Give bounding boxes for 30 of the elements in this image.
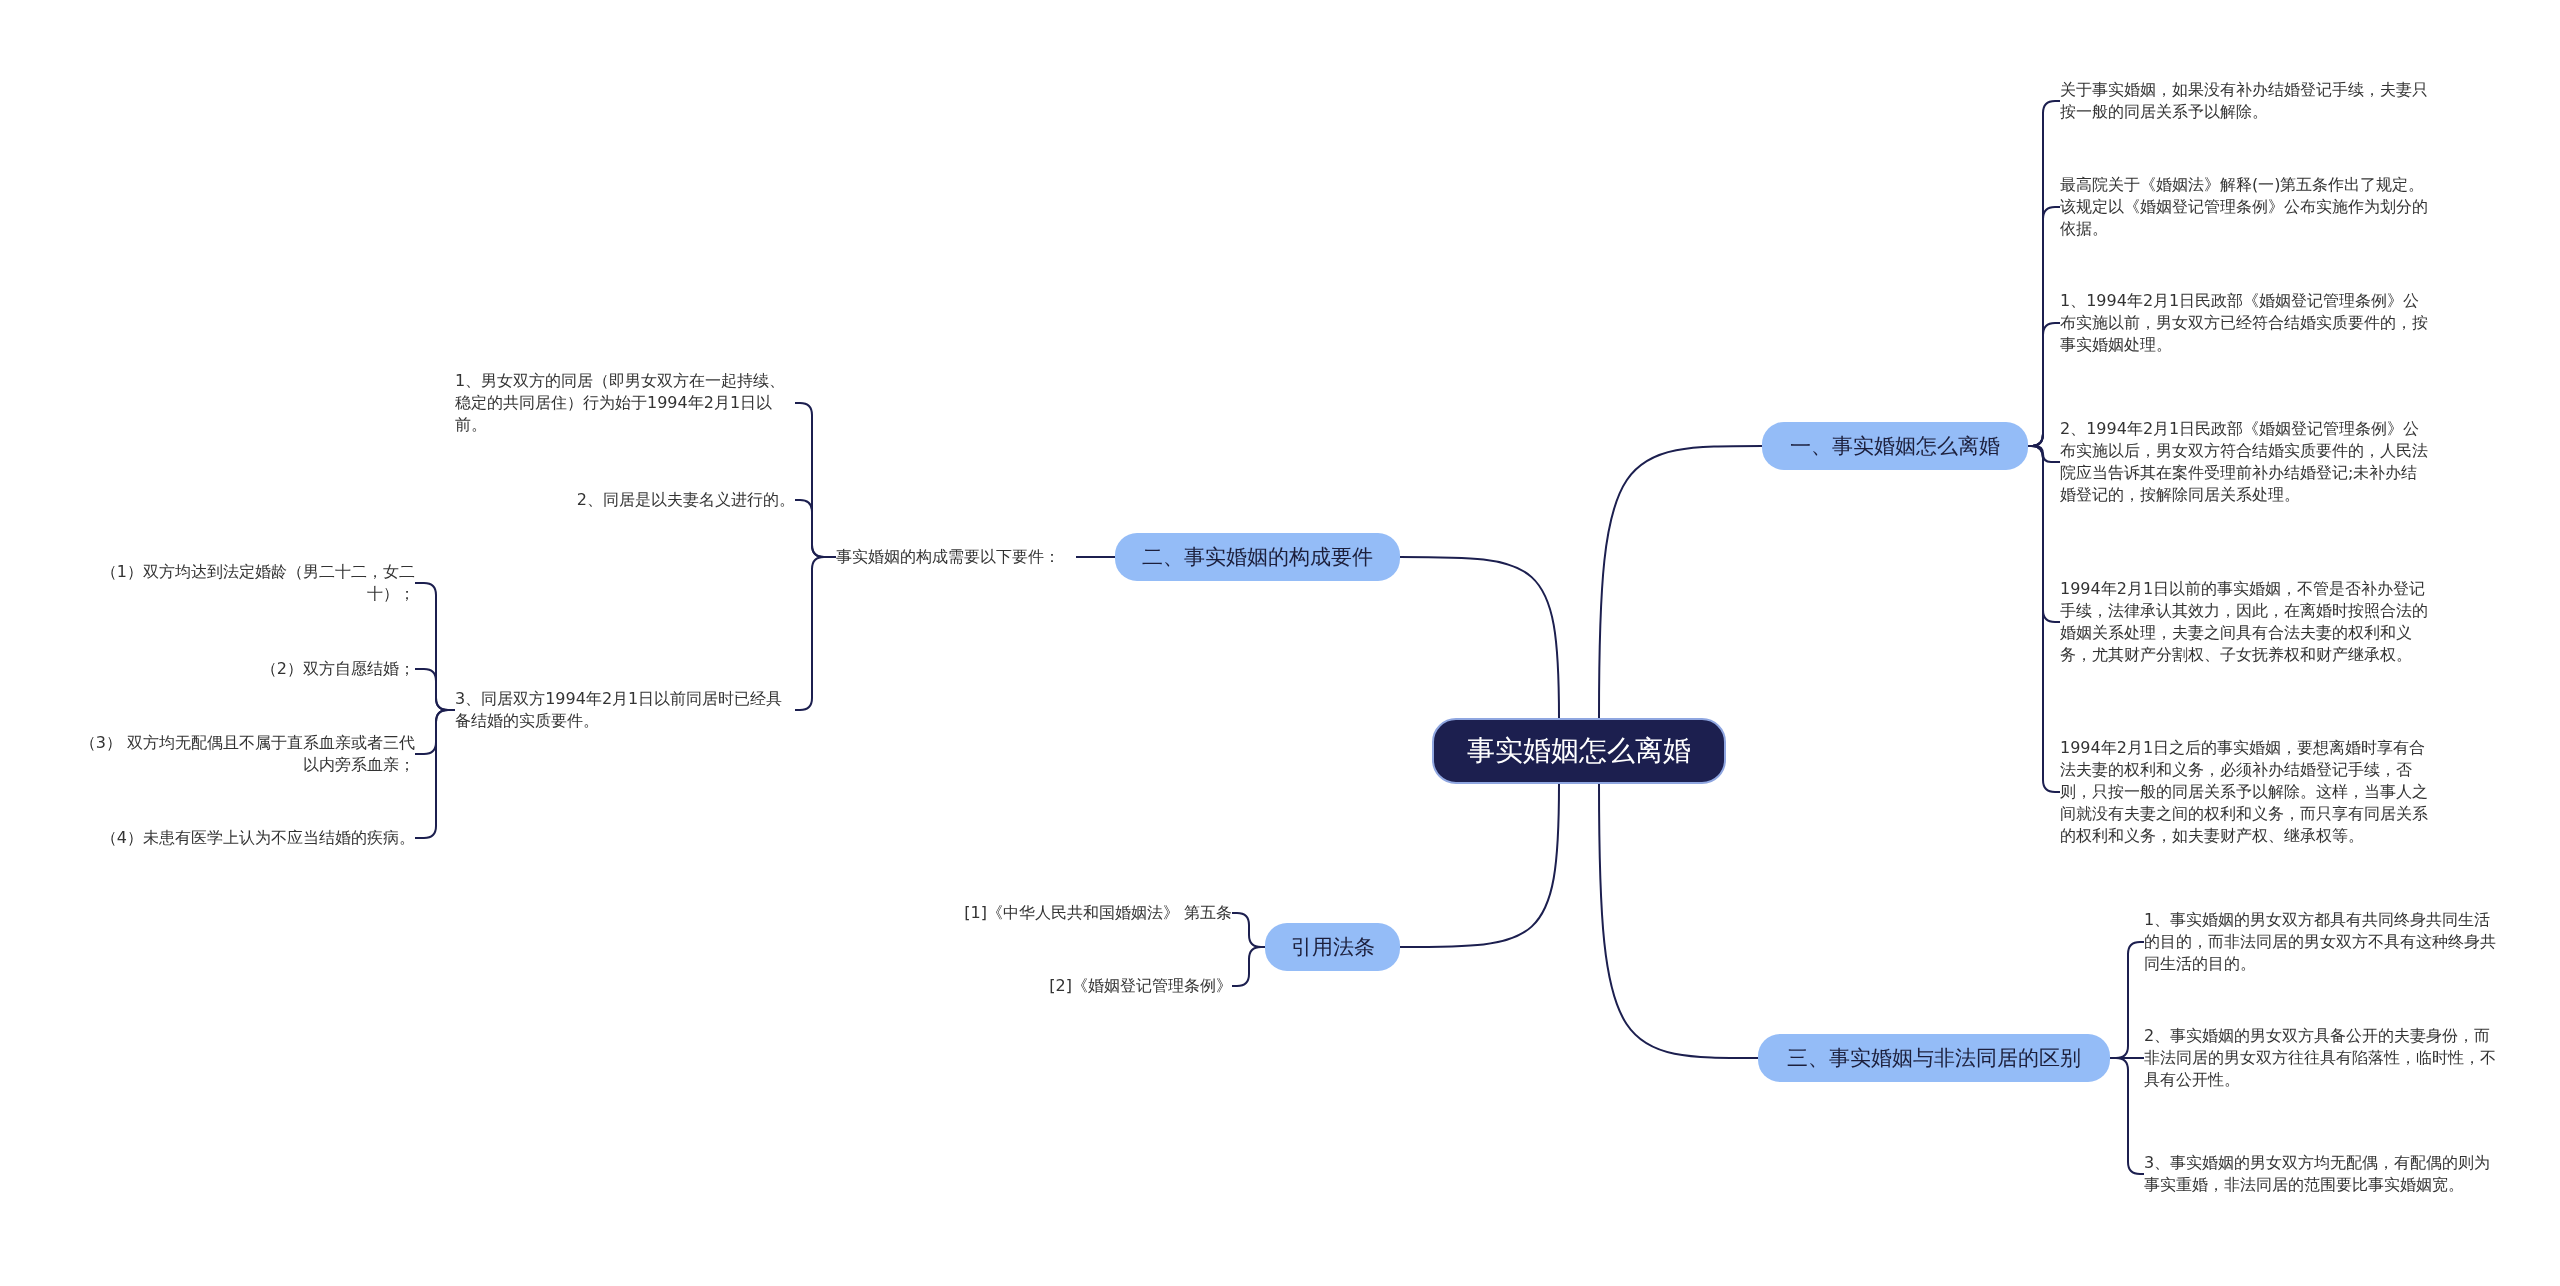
topic-text: 1、男女双方的同居（即男女双方在一起持续、稳定的共同居住）行为始于1994年2月1日以前。 [455, 370, 795, 436]
topic-text: 关于事实婚姻，如果没有补办结婚登记手续，夫妻只按一般的同居关系予以解除。 [2060, 79, 2432, 123]
connector-line [1399, 783, 1560, 948]
connector-line [1598, 783, 1759, 1059]
topic-text: 1、事实婚姻的男女双方都具有共同终身共同生活的目的，而非法同居的男女双方不具有这种终身共同生活的目的。 [2144, 909, 2506, 975]
topic-text: （1）双方均达到法定婚龄（男二十二，女二十）； [70, 561, 415, 605]
topic-text: 2、事实婚姻的男女双方具备公开的夫妻身份，而非法同居的男女双方往往具有陷落性，临时性，不具有公开性。 [2144, 1025, 2506, 1091]
topic-text: 3、同居双方1994年2月1日以前同居时已经具备结婚的实质要件。 [455, 688, 795, 732]
topic-text: 最高院关于《婚姻法》解释(一)第五条作出了规定。该规定以《婚姻登记管理条例》公布实施作为划分的依据。 [2060, 174, 2432, 240]
topic-pill: 三、事实婚姻与非法同居的区别 [1758, 1034, 2110, 1082]
topic-text: [1]《中华人民共和国婚姻法》 第五条 [880, 902, 1232, 924]
topic-text: 1、1994年2月1日民政部《婚姻登记管理条例》公布实施以前，男女双方已经符合结婚实质要件的，按事实婚姻处理。 [2060, 290, 2432, 356]
topic-text: 2、1994年2月1日民政部《婚姻登记管理条例》公布实施以后，男女双方符合结婚实质要件的，人民法院应当告诉其在案件受理前补办结婚登记;未补办结婚登记的，按解除同居关系处理。 [2060, 418, 2432, 506]
topic-text: 1994年2月1日之后的事实婚姻，要想离婚时享有合法夫妻的权利和义务，必须补办结婚登记手续，否则，只按一般的同居关系予以解除。这样，当事人之间就没有夫妻之间的权利和义务，而只享有同居关系的权利和义务，如夫妻财产权、继承权等。 [2060, 737, 2432, 847]
central-topic: 事实婚姻怎么离婚 [1432, 718, 1726, 784]
topic-text: [2]《婚姻登记管理条例》 [880, 975, 1232, 997]
topic-pill: 引用法条 [1265, 923, 1400, 971]
topic-text: （2）双方自愿结婚； [70, 658, 415, 680]
connector-line [2109, 1057, 2145, 1175]
topic-pill: 二、事实婚姻的构成要件 [1115, 533, 1400, 581]
topic-text: 1994年2月1日以前的事实婚姻，不管是否补办登记手续，法律承认其效力，因此，在离婚时按照合法的婚姻关系处理，夫妻之间具有合法夫妻的权利和义务，尤其财产分割权、子女抚养权和财产继承权。 [2060, 578, 2432, 666]
topic-text: 2、同居是以夫妻名义进行的。 [455, 489, 795, 511]
topic-text: （4）未患有医学上认为不应当结婚的疾病。 [70, 827, 415, 849]
connector-line [1075, 556, 1116, 558]
topic-text: （3） 双方均无配偶且不属于直系血亲或者三代以内旁系血亲； [70, 732, 415, 776]
connector-line [1598, 445, 1763, 719]
connector-line [1399, 556, 1560, 719]
topic-text: 3、事实婚姻的男女双方均无配偶，有配偶的则为事实重婚，非法同居的范围要比事实婚姻宽。 [2144, 1152, 2506, 1196]
topic-text: 事实婚姻的构成需要以下要件： [836, 546, 1076, 568]
topic-pill: 一、事实婚姻怎么离婚 [1762, 422, 2028, 470]
